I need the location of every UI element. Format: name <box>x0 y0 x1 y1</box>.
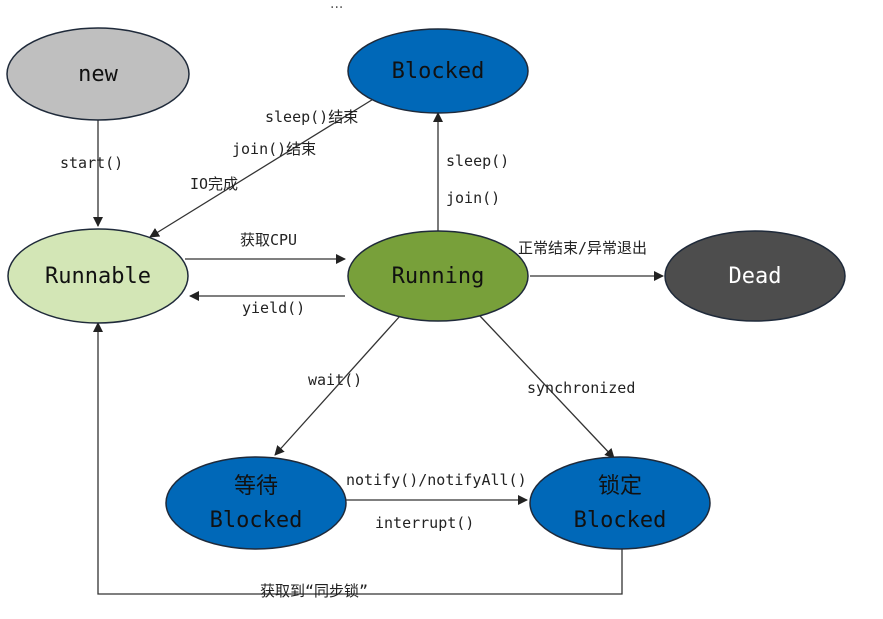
node-waiting-blocked: 等待 Blocked <box>165 456 347 550</box>
node-dead: Dead <box>664 230 846 322</box>
edge-synchronized <box>479 315 615 459</box>
node-locked-label-1: 锁定 <box>598 474 642 499</box>
edge-label-sleep: sleep() <box>446 152 509 170</box>
edge-label-join-end: join()结束 <box>232 140 316 158</box>
edge-label-join: join() <box>446 189 500 207</box>
edge-label-synchronized: synchronized <box>527 379 635 397</box>
node-runnable-label: Runnable <box>45 264 151 289</box>
node-runnable: Runnable <box>7 228 189 324</box>
edge-label-wait: wait() <box>308 371 362 389</box>
node-dead-label: Dead <box>729 264 782 289</box>
edge-blocked-to-runnable <box>149 97 376 238</box>
node-new: new <box>6 27 190 121</box>
node-blocked-top-label: Blocked <box>392 59 485 84</box>
edge-label-end: 正常结束/异常退出 <box>518 239 647 257</box>
node-running-label: Running <box>392 264 485 289</box>
edge-label-get-lock: 获取到“同步锁” <box>260 582 368 600</box>
edge-label-start: start() <box>60 154 123 172</box>
edge-label-notify: notify()/notifyAll() <box>346 471 527 489</box>
node-locked-blocked: 锁定 Blocked <box>529 456 711 550</box>
node-locked-label-2: Blocked <box>574 508 667 533</box>
edge-label-get-cpu: 获取CPU <box>240 231 297 249</box>
node-waiting-label-1: 等待 <box>234 474 278 499</box>
node-blocked-top: Blocked <box>347 28 529 114</box>
edge-label-io-done: IO完成 <box>190 175 238 193</box>
edge-get-lock <box>93 322 623 595</box>
node-running: Running <box>347 230 529 322</box>
edge-label-sleep-end: sleep()结束 <box>265 108 358 126</box>
node-waiting-label-2: Blocked <box>210 508 303 533</box>
header-fragment: ... <box>330 0 343 12</box>
edge-wait <box>274 315 401 456</box>
edge-label-interrupt: interrupt() <box>375 514 474 532</box>
edge-label-yield: yield() <box>242 299 305 317</box>
node-new-label: new <box>78 62 118 87</box>
